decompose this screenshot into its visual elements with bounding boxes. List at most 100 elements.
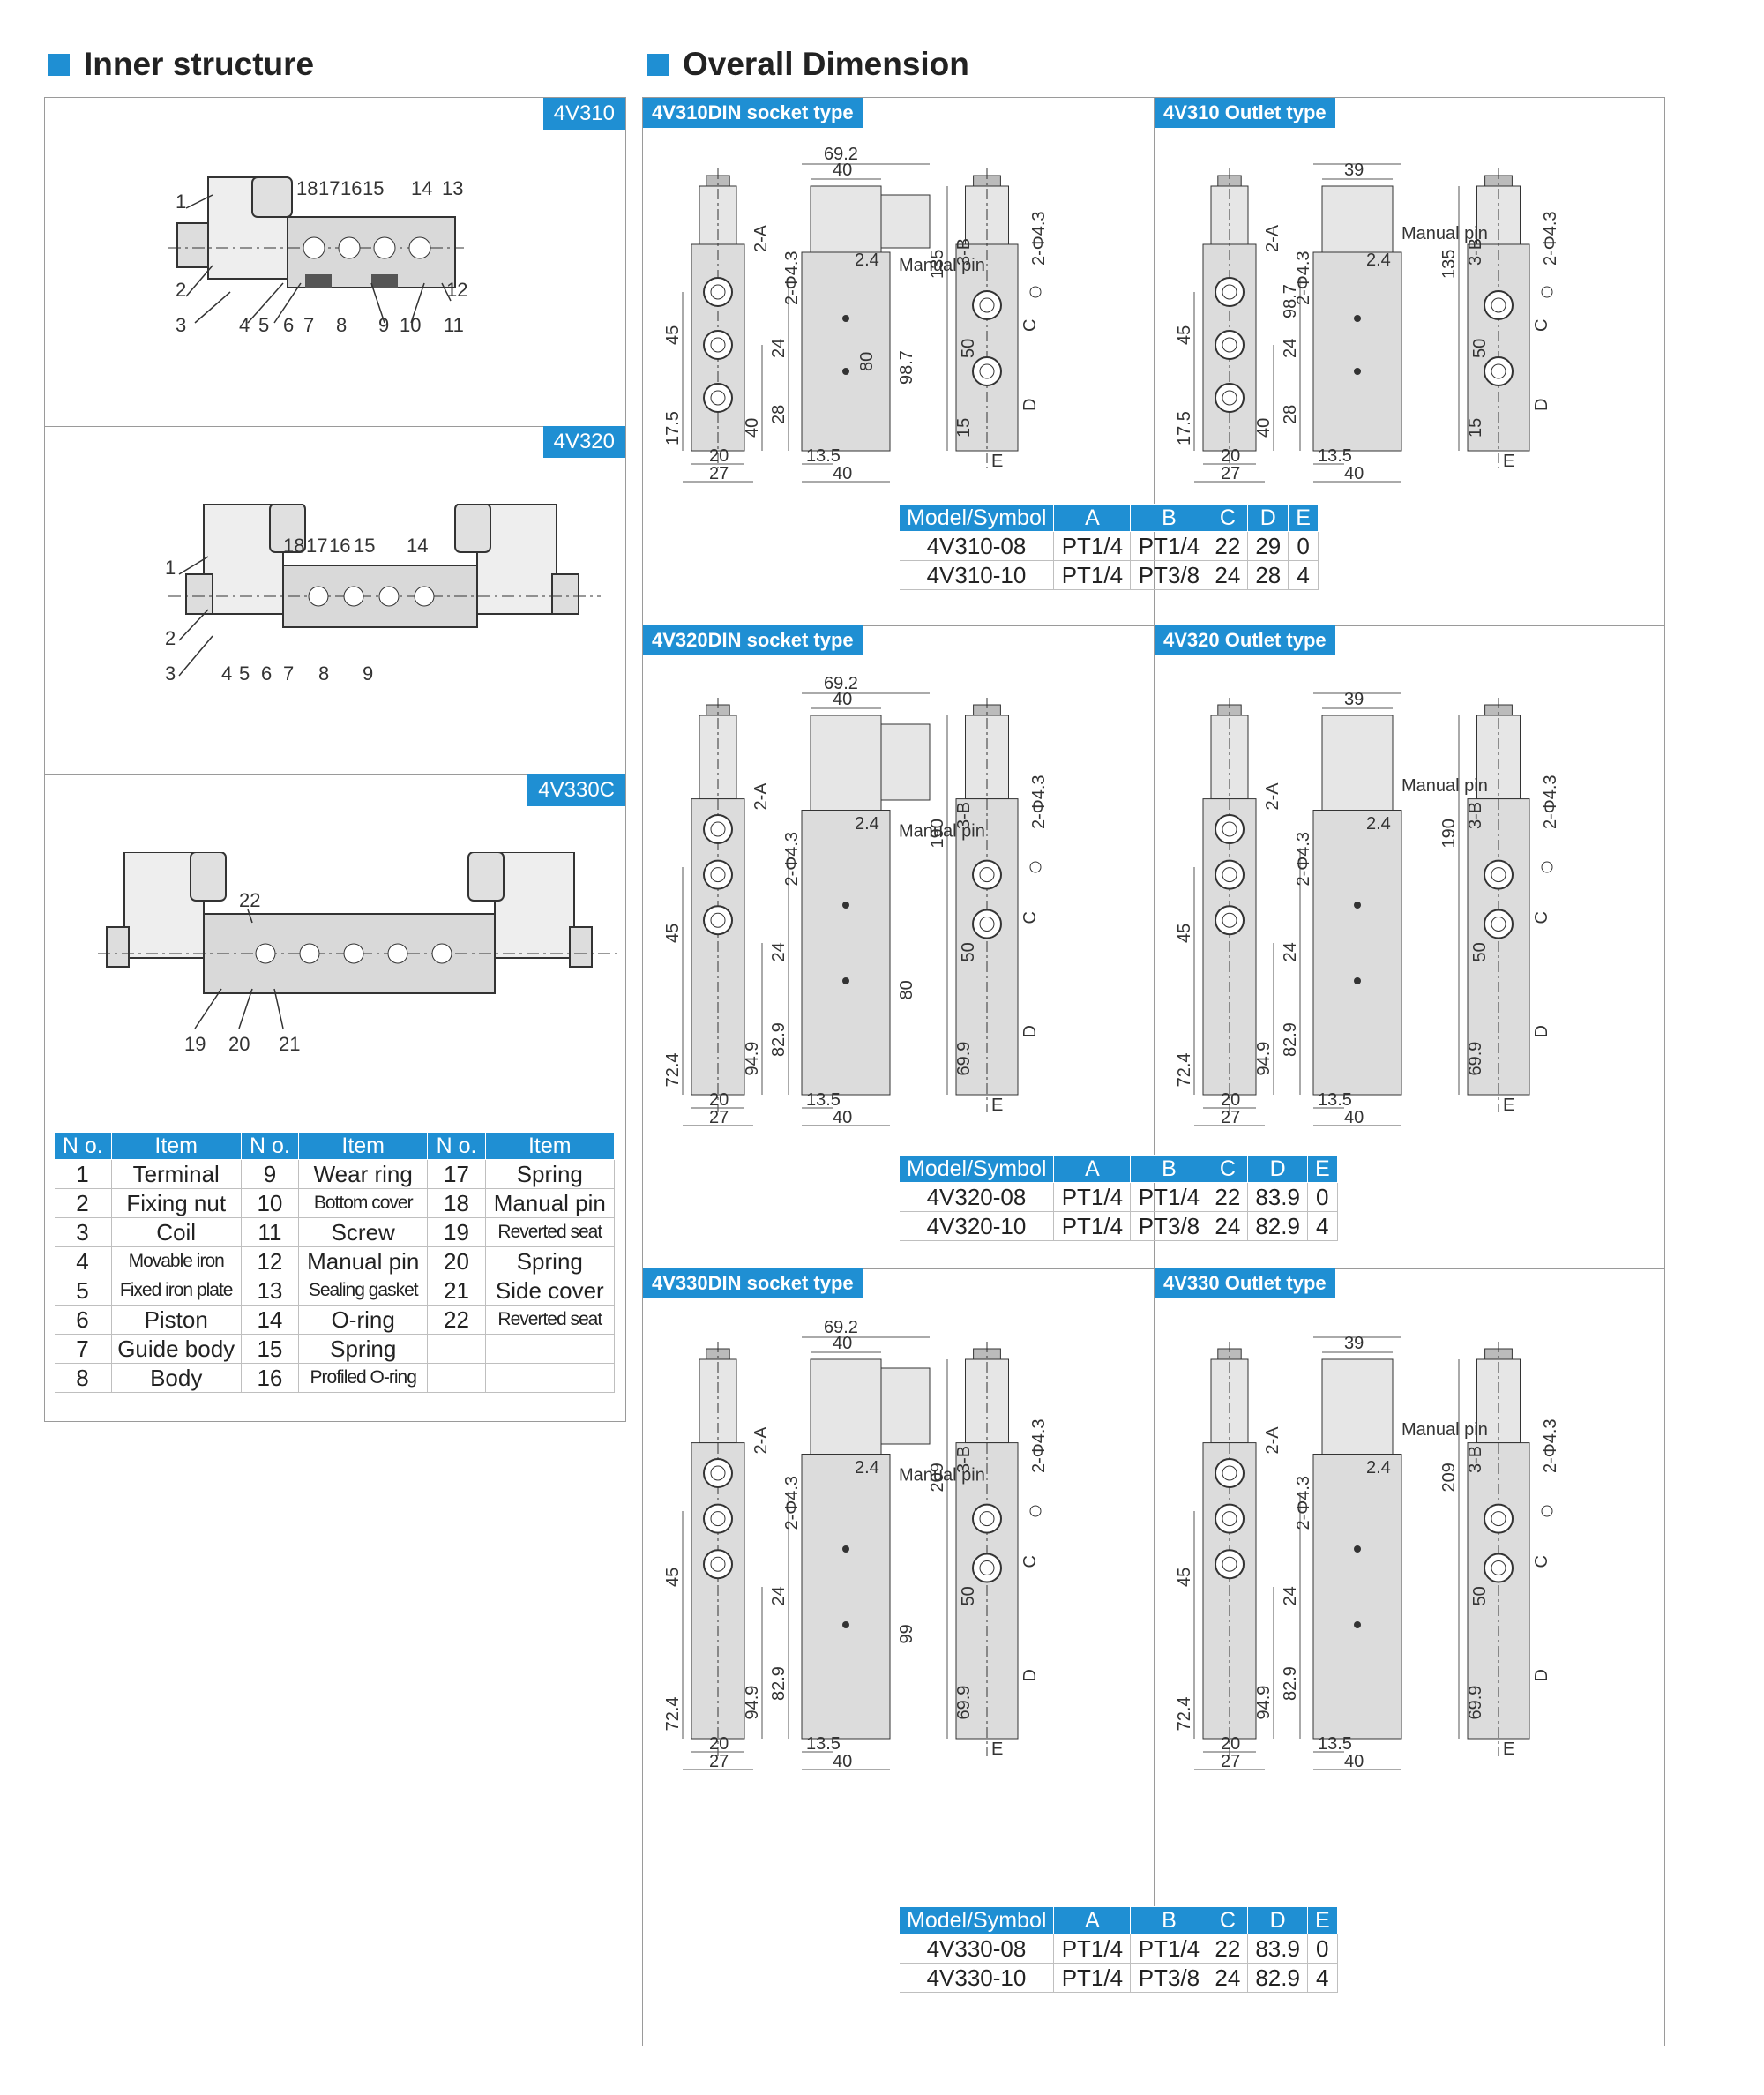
port-circle [703, 814, 733, 844]
port-inner [979, 867, 995, 883]
dimension-label: 39 [1344, 161, 1364, 180]
dimension-label: 45 [1175, 924, 1194, 943]
spec-table-header: Model/Symbol A B C D E [898, 1155, 1338, 1183]
table-row: 5 Fixed iron plate 13 Sealing gasket 21 … [54, 1276, 616, 1306]
table-cell: 1 [54, 1159, 112, 1189]
port-inner [979, 363, 995, 379]
table-cell: 4V330-08 [899, 1934, 1055, 1964]
model-tag-4v320: 4V320 [542, 426, 625, 458]
table-row: 4V310-10 PT1/4 PT3/8 24 28 4 [899, 560, 1319, 590]
port-circle [1215, 859, 1245, 890]
dimension-label: 40 [743, 418, 762, 438]
table-cell: 7 [54, 1334, 112, 1364]
dimension-label: 13.5 [1318, 1734, 1352, 1754]
table-cell: Guide body [111, 1334, 242, 1364]
table-cell: Spring [485, 1159, 616, 1189]
dimension-label: 40 [1344, 1108, 1364, 1127]
table-cell: 0 [1307, 1182, 1338, 1212]
table-cell [485, 1334, 616, 1364]
dimension-label: 27 [1221, 1108, 1240, 1127]
port-circle [1484, 290, 1514, 320]
dimension-label: C [1020, 319, 1040, 332]
column-header: N o. [240, 1132, 300, 1160]
port-circle [1215, 1503, 1245, 1534]
dimension-label: 82.9 [769, 1666, 789, 1701]
column-header: E [1288, 504, 1319, 532]
column-header: B [1130, 504, 1208, 532]
dimension-label: 2.4 [1366, 1458, 1391, 1478]
port-circle [972, 290, 1002, 320]
dimension-label: 24 [769, 1586, 789, 1605]
table-cell: Body [111, 1363, 242, 1393]
callout-label: 3 [176, 314, 186, 336]
port-circle [703, 330, 733, 360]
port-circle [703, 383, 733, 413]
solenoid-coil [1321, 1358, 1394, 1455]
dimension-label: 2-Φ4.3 [1294, 251, 1313, 305]
port-circle [972, 1503, 1002, 1534]
column-header: Item [298, 1132, 429, 1160]
overall-dimension-heading: Overall Dimension [647, 46, 969, 83]
dimension-label: 24 [1281, 942, 1300, 961]
callout-label: 18 [296, 177, 318, 199]
dimension-label: 2-Φ4.3 [1029, 211, 1049, 266]
dimension-label: C [1532, 1555, 1551, 1568]
dimension-label: 2-Φ4.3 [1541, 1418, 1560, 1473]
mounting-hole [842, 902, 849, 909]
valve-body [801, 251, 891, 452]
table-cell: 0 [1288, 531, 1319, 561]
dimension-label: 20 [1221, 1090, 1240, 1110]
port-circle [1215, 1458, 1245, 1488]
table-row: 4 Movable iron 12 Manual pin 20 Spring [54, 1246, 616, 1276]
label-4v330-din: 4V330DIN socket type [643, 1268, 863, 1298]
table-cell: 0 [1307, 1934, 1338, 1964]
callout-label: 2 [176, 279, 186, 301]
dimension-label: 39 [1344, 1334, 1364, 1353]
port-inner [1222, 284, 1237, 300]
table-cell: 82.9 [1247, 1963, 1308, 1993]
column-header: D [1247, 1155, 1308, 1183]
dimension-label: 3-B [1466, 1446, 1485, 1473]
model-tag-4v310: 4V310 [542, 98, 625, 130]
dimension-label: Manual pin [899, 822, 985, 842]
table-cell: 10 [241, 1188, 300, 1218]
table-row: 4V310-08 PT1/4 PT1/4 22 29 0 [899, 531, 1319, 561]
table-cell: 24 [1207, 1963, 1249, 1993]
table-cell: 4V310-08 [899, 531, 1055, 561]
dimension-label: 72.4 [1175, 1696, 1194, 1731]
port-inner [710, 284, 726, 300]
column-header: E [1306, 1906, 1338, 1934]
heading-bullet-icon [647, 53, 669, 76]
port-circle [703, 1503, 733, 1534]
dimension-label: 3-B [1466, 802, 1485, 829]
table-cell: 4V310-10 [899, 560, 1055, 590]
dimension-label: 209 [1439, 1463, 1459, 1492]
column-header: Model/Symbol [898, 1906, 1055, 1934]
dimension-label: 3-B [954, 1446, 974, 1473]
port-circle [1484, 859, 1514, 890]
table-cell: PT1/4 [1130, 1934, 1208, 1964]
table-cell: Spring [485, 1246, 616, 1276]
column-header: C [1207, 1155, 1249, 1183]
table-cell: Bottom cover [298, 1188, 429, 1218]
port-circle [703, 1549, 733, 1580]
port-inner [710, 1511, 726, 1527]
dimension-label: 69.9 [954, 1042, 974, 1076]
table-row: 4V330-10 PT1/4 PT3/8 24 82.9 4 [899, 1963, 1338, 1993]
port-inner [1491, 1560, 1506, 1575]
dimension-label: 40 [1344, 1752, 1364, 1771]
dimension-label: 2-Φ4.3 [1541, 774, 1560, 829]
dimension-label: 13.5 [1318, 446, 1352, 466]
table-cell: 4 [1307, 1211, 1338, 1241]
callout-label: 3 [165, 662, 176, 685]
table-cell: PT1/4 [1053, 1211, 1132, 1241]
dimension-label: 69.2 [824, 145, 858, 164]
table-cell: PT1/4 [1053, 560, 1132, 590]
port-inner [979, 1560, 995, 1575]
port-circle [1215, 330, 1245, 360]
dimension-label: 40 [833, 690, 852, 709]
table-cell: Wear ring [298, 1159, 429, 1189]
dimension-label: 190 [928, 819, 947, 848]
mounting-hole [842, 977, 849, 984]
